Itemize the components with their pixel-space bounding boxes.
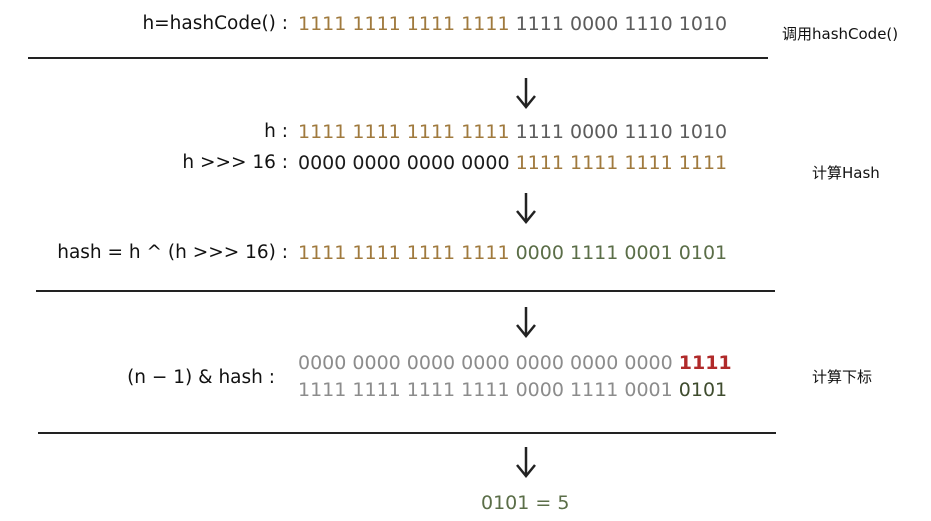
down-arrow-icon xyxy=(516,307,536,338)
h-low-bits: 1111 0000 1110 1010 xyxy=(515,121,728,143)
hashcode-high-bits: 1111 1111 1111 1111 xyxy=(298,13,510,35)
hash-high-bits: 1111 1111 1111 1111 xyxy=(298,242,510,264)
mask-value: 0000 0000 0000 0000 0000 0000 0000 1111 xyxy=(298,352,732,374)
divider-1 xyxy=(28,57,768,59)
mask-one-bits: 1111 xyxy=(678,352,732,374)
divider-3 xyxy=(38,432,776,434)
hashcode-value: 1111 1111 1111 1111 1111 0000 1110 1010 xyxy=(298,13,727,35)
index-hash-prefix: 1111 1111 1111 1111 0000 1111 0001 xyxy=(298,379,673,401)
hash-low-bits: 0000 1111 0001 0101 xyxy=(515,242,728,264)
h-label: h : xyxy=(264,121,288,142)
index-hash-value: 1111 1111 1111 1111 0000 1111 0001 0101 xyxy=(298,379,727,401)
result-value: 0101 = 5 xyxy=(481,492,570,514)
shift-high-bits: 0000 0000 0000 0000 xyxy=(298,152,510,174)
index-label: (n − 1) & hash : xyxy=(127,367,275,388)
side-label-hashcode: 调用hashCode() xyxy=(782,25,899,43)
down-arrow-icon xyxy=(516,78,536,109)
divider-2 xyxy=(36,290,775,292)
down-arrow-icon xyxy=(516,447,536,478)
shift-label: h >>> 16 : xyxy=(182,152,288,173)
side-label-hash: 计算Hash xyxy=(812,164,880,182)
hash-label: hash = h ^ (h >>> 16) : xyxy=(57,242,288,263)
down-arrow-icon xyxy=(516,193,536,224)
index-hash-tail: 0101 xyxy=(678,379,728,401)
hash-value: 1111 1111 1111 1111 0000 1111 0001 0101 xyxy=(298,242,727,264)
hashcode-low-bits: 1111 0000 1110 1010 xyxy=(515,13,728,35)
mask-zero-bits: 0000 0000 0000 0000 0000 0000 0000 xyxy=(298,352,673,374)
h-high-bits: 1111 1111 1111 1111 xyxy=(298,121,510,143)
shift-low-bits: 1111 1111 1111 1111 xyxy=(515,152,728,174)
h-value: 1111 1111 1111 1111 1111 0000 1110 1010 xyxy=(298,121,727,143)
side-label-index: 计算下标 xyxy=(812,368,873,386)
shift-value: 0000 0000 0000 0000 1111 1111 1111 1111 xyxy=(298,152,727,174)
hashcode-label: h=hashCode() : xyxy=(142,13,288,34)
